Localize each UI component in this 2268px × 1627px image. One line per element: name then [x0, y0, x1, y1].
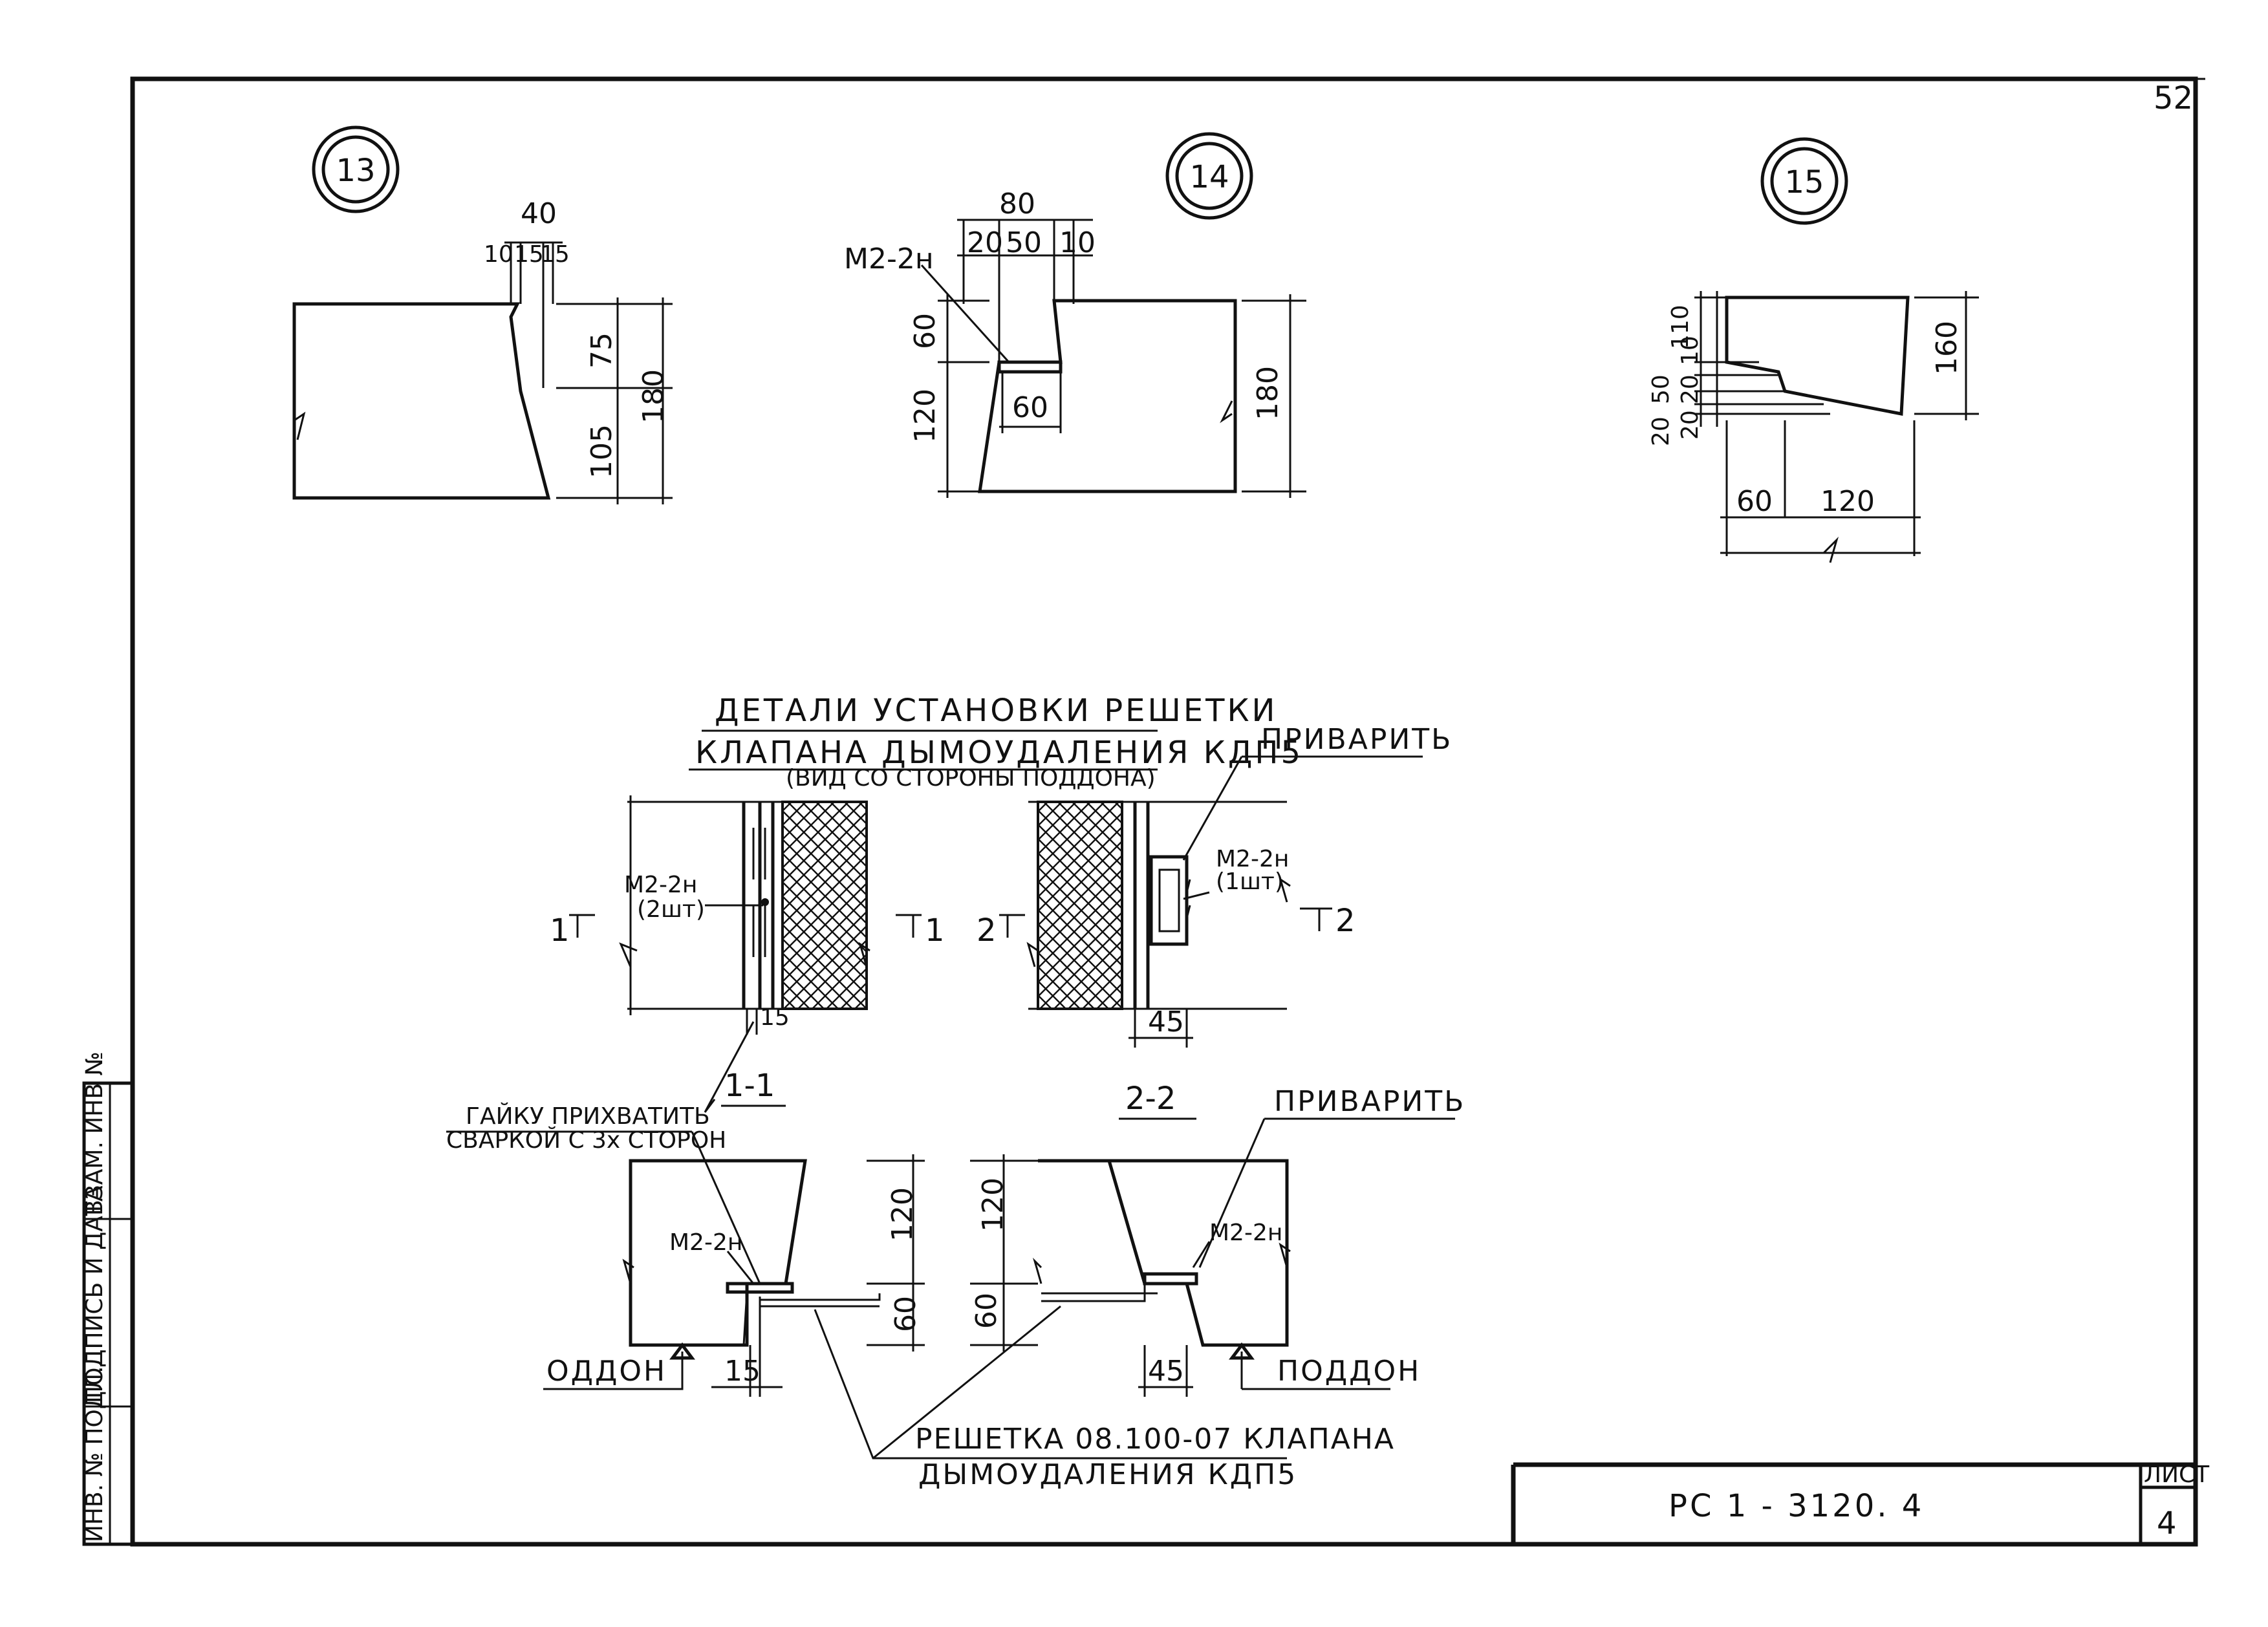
svg-text:10: 10: [484, 241, 513, 268]
view-right: М2-2н (1шт) 2 2 45: [977, 801, 1355, 1048]
weld-note: ПРИВАРИТЬ: [1261, 723, 1453, 756]
svg-text:ГАЙКУ ПРИХВАТИТЬ: ГАЙКУ ПРИХВАТИТЬ: [466, 1103, 710, 1130]
svg-text:60: 60: [889, 1296, 922, 1332]
svg-text:РЕШЕТКА 08.100-07 КЛАПАНА: РЕШЕТКА 08.100-07 КЛАПАНА: [915, 1423, 1395, 1456]
svg-text:ВЗАМ. ИНВ №: ВЗАМ. ИНВ №: [81, 1051, 108, 1216]
title-line-2: КЛАПАНА ДЫМОУДАЛЕНИЯ КДП5: [695, 735, 1303, 771]
svg-text:50: 50: [1648, 374, 1674, 404]
svg-text:60: 60: [1012, 391, 1048, 424]
svg-text:(1шт): (1шт): [1216, 868, 1284, 895]
svg-text:М2-2н: М2-2н: [844, 242, 934, 275]
section-2-2-title: 2-2: [1125, 1081, 1176, 1117]
grid-callout: РЕШЕТКА 08.100-07 КЛАПАНА ДЫМОУДАЛЕНИЯ К…: [814, 1305, 1395, 1491]
svg-text:160: 160: [1930, 321, 1963, 375]
detail-14: 14 М2-2н 80 20 50 10 60 120 60 180: [844, 132, 1306, 498]
view-left: М2-2н (2шт) 1 1 15: [550, 795, 945, 1113]
svg-text:80: 80: [999, 188, 1035, 221]
svg-text:13: 13: [336, 153, 375, 189]
svg-text:60: 60: [1736, 485, 1773, 518]
svg-text:20: 20: [967, 226, 1003, 259]
side-stamp: ИНВ. № ПОДЛ. ПОДПИСЬ И ДАТА ВЗАМ. ИНВ №: [81, 1051, 135, 1546]
svg-text:50: 50: [1006, 226, 1042, 259]
svg-text:1: 1: [925, 912, 945, 949]
sheet-frame: [130, 76, 2205, 1547]
sheet-label: ЛИСТ: [2144, 1461, 2210, 1488]
svg-text:10: 10: [1677, 336, 1703, 365]
svg-text:15: 15: [514, 241, 544, 268]
svg-text:180: 180: [637, 369, 670, 424]
section-1-1: 1-1 ГАЙКУ ПРИХВАТИТЬ СВАРКОЙ С 3х СТОРОН…: [446, 1068, 925, 1397]
detail-13-marker: 13: [312, 125, 400, 213]
svg-text:105: 105: [585, 424, 618, 479]
svg-text:20: 20: [1677, 374, 1703, 404]
svg-text:60: 60: [970, 1293, 1003, 1329]
svg-text:40: 40: [521, 197, 557, 230]
svg-text:15: 15: [760, 1004, 790, 1031]
document-code: РС 1 - 3120. 4: [1669, 1488, 1924, 1524]
svg-text:120: 120: [977, 1178, 1010, 1232]
svg-text:180: 180: [1251, 366, 1284, 420]
svg-text:ОДДОН: ОДДОН: [546, 1355, 667, 1388]
title-subtitle: (ВИД СО СТОРОНЫ ПОДДОНА): [786, 765, 1156, 792]
svg-text:ПОДДОН: ПОДДОН: [1277, 1355, 1421, 1388]
svg-text:М2-2н: М2-2н: [1209, 1220, 1282, 1246]
svg-text:10: 10: [1059, 226, 1096, 259]
svg-text:(2шт): (2шт): [637, 896, 705, 923]
svg-text:20: 20: [1648, 416, 1674, 446]
svg-text:45: 45: [1148, 1355, 1184, 1388]
main-title: ДЕТАЛИ УСТАНОВКИ РЕШЕТКИ КЛАПАНА ДЫМОУДА…: [689, 693, 1303, 792]
svg-text:15: 15: [1784, 164, 1824, 200]
svg-text:М2-2н: М2-2н: [1216, 846, 1289, 872]
svg-text:110: 110: [1667, 305, 1694, 349]
detail-15: 15 110 50 10 20 20 20 160 60 120: [1648, 137, 1979, 563]
svg-text:ПРИВАРИТЬ: ПРИВАРИТЬ: [1274, 1085, 1465, 1118]
svg-text:15: 15: [540, 241, 570, 268]
title-line-1: ДЕТАЛИ УСТАНОВКИ РЕШЕТКИ: [715, 693, 1277, 729]
svg-text:120: 120: [909, 389, 942, 443]
svg-text:15: 15: [724, 1355, 761, 1388]
title-block: РС 1 - 3120. 4 ЛИСТ 4: [1511, 1461, 2210, 1544]
svg-text:20: 20: [1677, 410, 1703, 440]
svg-text:М2-2н: М2-2н: [669, 1229, 742, 1256]
section-1-1-title: 1-1: [724, 1068, 775, 1104]
svg-text:ИНВ. № ПОДЛ.: ИНВ. № ПОДЛ.: [81, 1366, 108, 1542]
svg-text:45: 45: [1148, 1006, 1184, 1039]
svg-text:1: 1: [550, 912, 570, 949]
svg-text:СВАРКОЙ С 3х СТОРОН: СВАРКОЙ С 3х СТОРОН: [446, 1126, 726, 1154]
svg-text:2: 2: [977, 912, 997, 949]
svg-text:75: 75: [585, 332, 618, 369]
svg-text:14: 14: [1189, 159, 1229, 195]
detail-15-marker: 15: [1760, 137, 1848, 225]
svg-text:120: 120: [886, 1187, 919, 1242]
section-2-2: 2-2 ПРИВАРИТЬ М2-2н 120 60 45 ПОДДОН: [970, 1081, 1465, 1397]
svg-text:2: 2: [1335, 903, 1355, 939]
svg-text:60: 60: [909, 313, 942, 349]
sheet-number: 52: [2154, 80, 2193, 116]
detail-14-marker: 14: [1165, 132, 1253, 220]
svg-text:ПОДПИСЬ И ДАТА: ПОДПИСЬ И ДАТА: [81, 1185, 108, 1403]
svg-text:М2-2н: М2-2н: [624, 872, 697, 898]
sheet-value: 4: [2157, 1505, 2177, 1542]
svg-text:ДЫМОУДАЛЕНИЯ КДП5: ДЫМОУДАЛЕНИЯ КДП5: [918, 1458, 1297, 1491]
detail-13: 13 40 10 15 15 75 105 180: [292, 125, 673, 504]
svg-text:120: 120: [1820, 485, 1875, 518]
